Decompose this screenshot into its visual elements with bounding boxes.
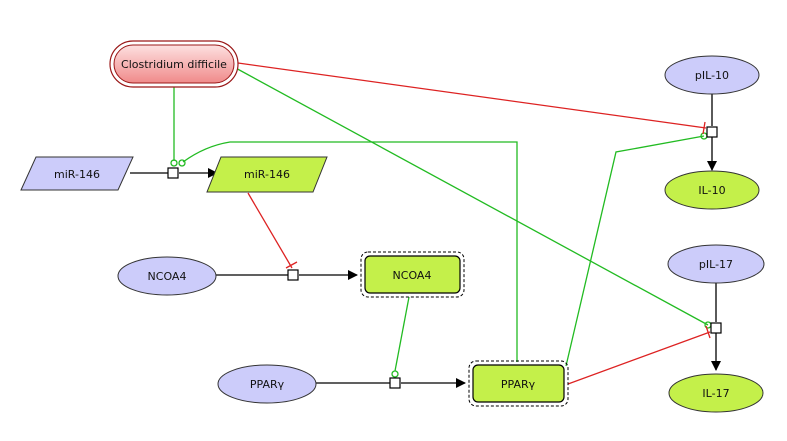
flow-edges (130, 94, 721, 388)
process-il17[interactable] (710, 322, 722, 334)
inhibition-bar (705, 325, 711, 339)
node-body (20, 156, 134, 191)
node-il17[interactable]: IL-17 (668, 373, 764, 413)
node-body (664, 55, 760, 95)
process-nodes (167, 126, 722, 389)
node-border-dashed (360, 251, 465, 298)
process-ppary[interactable] (389, 377, 401, 389)
process-ncoa4[interactable] (287, 269, 299, 281)
node-body (472, 364, 565, 403)
edge-clostridium-to-il17-process (231, 65, 709, 326)
node-il10[interactable]: IL-10 (664, 170, 760, 210)
activation-edges (173, 65, 709, 372)
node-body (664, 170, 760, 210)
node-ppary-output[interactable]: PPARγ (468, 360, 569, 407)
edge-ppary-to-mir146-process (182, 141, 518, 362)
node-label: IL-17 (702, 387, 729, 400)
node-label: NCOA4 (148, 270, 187, 283)
node-mir146-input[interactable]: miR-146 (20, 156, 134, 191)
edge-ppary-inhibits-il17-process (567, 331, 711, 385)
edge-clostridium-inhibits-il10-process (237, 62, 707, 129)
process-il10[interactable] (706, 126, 718, 138)
edge-endpoint-circle (170, 159, 178, 167)
node-pil17[interactable]: pIL-17 (667, 244, 765, 284)
inhibition-bar (285, 261, 298, 269)
node-ppary-input[interactable]: PPARγ (217, 364, 317, 404)
node-label: Clostridium difficile (121, 58, 227, 71)
node-body (113, 44, 235, 84)
node-label: IL-10 (698, 184, 725, 197)
node-body (117, 256, 217, 296)
node-body (668, 373, 764, 413)
node-ncoa4-output[interactable]: NCOA4 (360, 251, 465, 298)
node-pil10[interactable]: pIL-10 (664, 55, 760, 95)
node-clostridium-difficile[interactable]: Clostridium difficile (109, 40, 239, 88)
node-body (667, 244, 765, 284)
node-mir146-output[interactable]: miR-146 (206, 156, 328, 193)
inhibition-bar (702, 121, 706, 135)
edge-ncoa4-to-ppary-process (394, 296, 410, 372)
node-body (217, 364, 317, 404)
inhibition-edges (237, 62, 711, 385)
node-ncoa4-input[interactable]: NCOA4 (117, 256, 217, 296)
node-label: miR-146 (244, 168, 290, 181)
node-label: pIL-10 (695, 69, 729, 82)
process-mir146[interactable] (167, 167, 179, 179)
edge-endpoint-circle (178, 159, 186, 167)
node-border-dashed (468, 360, 569, 407)
edge-ppary-to-il10-process (565, 135, 705, 367)
node-label: PPARγ (501, 378, 536, 391)
node-body (206, 156, 328, 193)
node-body (364, 255, 461, 294)
node-label: pIL-17 (699, 258, 733, 271)
edge-endpoint-circle (391, 370, 399, 378)
edge-mir146-inhibits-ncoa4-process (247, 192, 293, 269)
node-label: NCOA4 (393, 269, 432, 282)
node-label: PPARγ (250, 378, 285, 391)
node-label: miR-146 (54, 168, 100, 181)
